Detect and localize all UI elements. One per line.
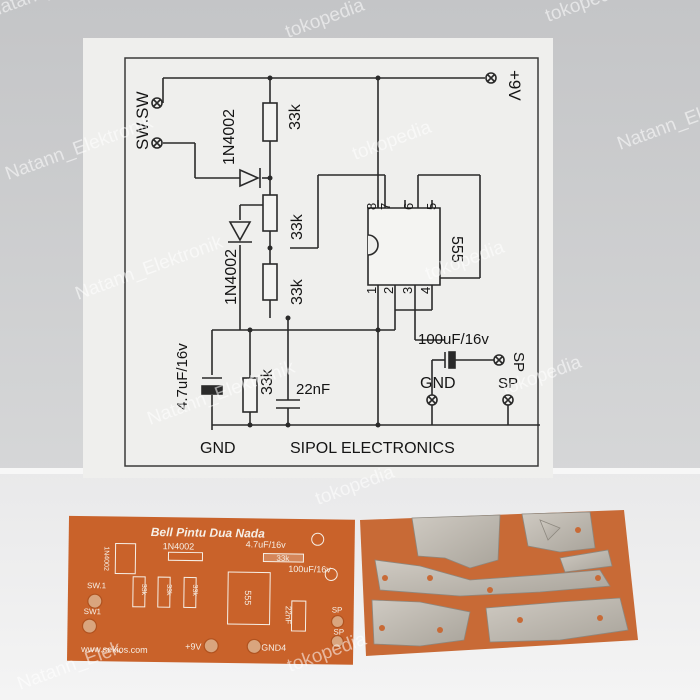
schematic-paper: SW.SW 1N4002 1N4002 33k 33k 33k 33k +9V … (83, 38, 553, 478)
pcb-resistor-outlines (132, 532, 338, 632)
label-cap-elec: 4.7uF/16v (174, 343, 191, 410)
pcb-res-outline (262, 553, 305, 563)
pcb-sp2: SP (333, 628, 344, 637)
pcb-bridge-outline (114, 542, 137, 575)
label-ic: 555 (448, 236, 465, 263)
resistor-symbols (242, 102, 278, 413)
pcb-sw1: SW.1 (87, 581, 107, 590)
diode-symbols (228, 168, 261, 243)
label-pin6: 6 (401, 203, 416, 210)
schematic-wires (162, 77, 540, 430)
label-r1: 33k (287, 103, 304, 130)
pcb-cap2: 100uF/16v (288, 564, 331, 575)
label-pin3: 3 (400, 287, 415, 294)
pcb-cap3: 22nF (284, 606, 293, 624)
terminal-symbols (151, 72, 514, 406)
pcb-diode: 1N4002 (163, 541, 195, 551)
label-r2: 33k (289, 213, 306, 240)
pcb-title: Bell Pintu Dua Nada (151, 525, 266, 541)
label-sw: SW.SW (133, 91, 152, 150)
pcb-diode-side: 1N4002 (102, 546, 109, 571)
pcb-gnd: GND4 (261, 643, 286, 653)
pcb-r-b: 33k (165, 584, 172, 596)
copper-traces (371, 511, 629, 647)
label-pin5: 5 (424, 203, 439, 210)
label-pin4: 4 (418, 287, 433, 294)
junction-dots (247, 75, 381, 428)
pcb-pads (81, 593, 345, 655)
pcb-diode-outline (167, 551, 204, 562)
label-pin8: 8 (364, 203, 379, 210)
pcb-res: 33k (276, 554, 290, 563)
label-r4: 33k (259, 368, 276, 395)
label-r3: 33k (289, 278, 306, 305)
pcb-front-board (66, 515, 355, 665)
label-gnd-right: GND (420, 375, 456, 392)
label-vcc: +9V (505, 70, 524, 101)
label-pin1: 1 (364, 287, 379, 294)
pcb-sp1: SP (332, 605, 343, 614)
label-diode1: 1N4002 (221, 109, 238, 165)
pcb-website: www.sekios.com (80, 644, 148, 655)
label-sp1: SP (510, 352, 527, 372)
pcb-front: Bell Pintu Dua Nada 1N4002 1N4002 4.7uF/… (66, 515, 355, 665)
label-diode2: 1N4002 (223, 249, 240, 305)
pcb-ic: 555 (243, 590, 253, 605)
label-cap-out: 100uF/16v (418, 331, 489, 348)
pcb-copper-side (360, 510, 638, 656)
label-pin7: 7 (378, 203, 393, 210)
pcb-cap1: 4.7uF/16v (246, 539, 287, 550)
paper-sheet (83, 38, 553, 478)
capacitor-symbols (201, 351, 456, 409)
pcb-sw2: SW1 (84, 607, 102, 616)
pcb-r-c: 33k (191, 585, 198, 597)
label-pin2: 2 (381, 287, 396, 294)
pcb-vcc: +9V (185, 641, 201, 651)
label-sp2: SP (498, 375, 518, 392)
label-gnd-left: GND (200, 440, 236, 457)
copper-drill-holes (379, 527, 603, 633)
ic-555-symbol (367, 175, 441, 286)
label-cap-ceramic: 22nF (296, 381, 330, 398)
schematic-footer: SIPOL ELECTRONICS (290, 440, 455, 457)
schematic-border (124, 57, 539, 467)
pcb-r-a: 33k (140, 584, 147, 596)
